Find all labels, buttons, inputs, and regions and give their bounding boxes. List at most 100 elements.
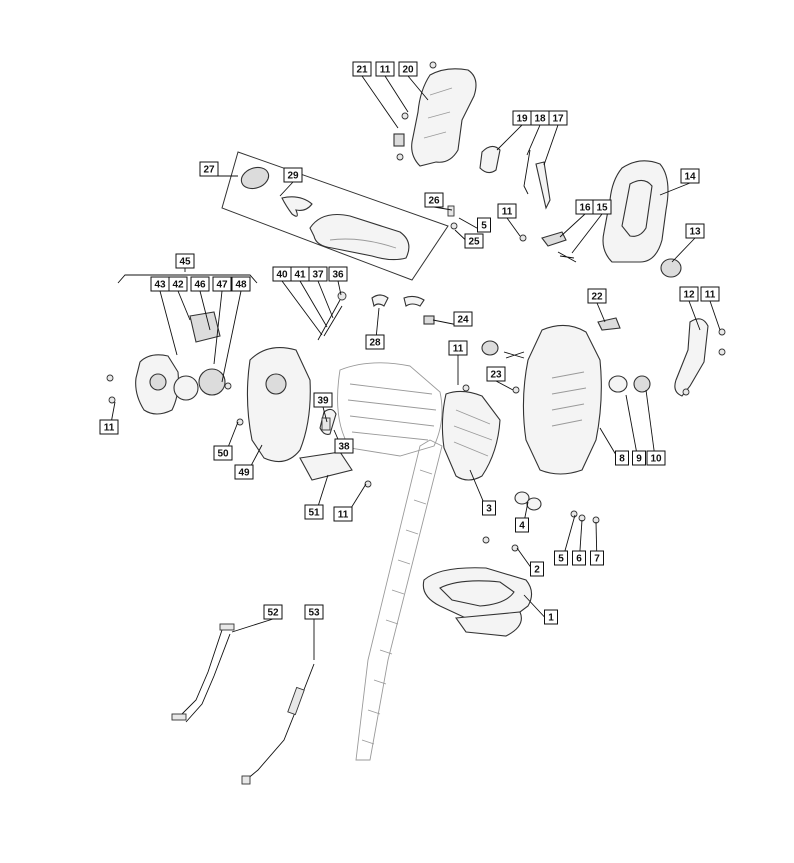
wiring-harness [177, 629, 231, 723]
callout-c3: 3 [469, 469, 496, 516]
rear-handle-grip-opening [621, 179, 653, 237]
gear-housing-group [462, 317, 651, 475]
callout-number: 18 [534, 114, 546, 125]
callout-leader-line [361, 75, 399, 129]
callout-number: 7 [594, 554, 600, 565]
callout-leader-line [688, 300, 701, 331]
callout-c11c: 11 [700, 286, 721, 331]
callout-number: 5 [481, 221, 487, 232]
callout-number: 26 [428, 196, 440, 207]
callout-box [365, 334, 385, 350]
engine-cover-port [265, 373, 287, 395]
callout-c11a: 11 [375, 61, 409, 113]
callout-c39: 39 [313, 392, 333, 423]
callout-c29: 29 [279, 167, 303, 197]
throttle-parts-group [479, 145, 551, 210]
callout-leader-line [596, 302, 606, 323]
callout-box [646, 450, 666, 466]
callout-c10: 10 [645, 389, 666, 466]
callout-c20: 20 [398, 61, 429, 101]
callout-leader-line [671, 237, 696, 263]
small-pin-parts [447, 205, 458, 230]
callout-number: 36 [332, 270, 344, 281]
wiring-connector-top [219, 623, 235, 631]
callout-box [304, 504, 324, 520]
callout-number: 24 [457, 315, 469, 326]
callout-leader-line [659, 182, 691, 196]
spring-4a [514, 491, 530, 505]
callout-c46: 46 [190, 276, 211, 331]
callout-number: 20 [402, 65, 414, 76]
callout-number: 6 [576, 554, 582, 565]
callout-leader-line [279, 181, 294, 197]
callout-box [700, 286, 720, 302]
callout-c52: 52 [231, 604, 283, 633]
callout-leader-line [506, 217, 521, 237]
callout-c17: 17 [543, 110, 568, 166]
callout-c15: 15 [571, 199, 612, 254]
wiring-group [171, 623, 315, 785]
screw-engine-11 [364, 480, 372, 488]
callout-number: 53 [308, 608, 320, 619]
wiring-connector-bottom [171, 713, 187, 721]
callout-leader-line [317, 280, 334, 319]
callout-box [679, 286, 699, 302]
blade-guard [441, 390, 501, 481]
callout-c51: 51 [304, 474, 329, 520]
callout-leader-line [543, 124, 559, 166]
callout-c48: 48 [221, 276, 251, 383]
engine-cover [246, 347, 311, 463]
callout-box [304, 604, 324, 620]
screw-plate-2 [718, 348, 726, 356]
callout-box [548, 110, 568, 126]
washer-25 [450, 222, 458, 230]
callout-box [572, 550, 586, 566]
callout-number: 39 [317, 396, 329, 407]
callout-number: 11 [502, 207, 513, 218]
callout-leader-line [559, 213, 586, 238]
callout-number: 15 [596, 203, 608, 214]
callout-number: 51 [308, 508, 320, 519]
callout-number: 3 [486, 504, 492, 515]
callout-number: 27 [203, 165, 215, 176]
callout-number: 11 [705, 290, 716, 301]
callout-c9: 9 [625, 394, 646, 466]
callout-c11f: 11 [333, 483, 367, 522]
callout-box [482, 500, 496, 516]
screw-starter-3 [224, 382, 232, 390]
callout-box [352, 61, 372, 77]
callout-leader-line [213, 290, 223, 365]
gear-housing-slots [551, 371, 587, 427]
callout-box [334, 438, 354, 454]
callout-number: 37 [312, 270, 324, 281]
callout-box [530, 561, 544, 577]
callout-leader-line [337, 280, 342, 296]
callout-box [199, 161, 219, 177]
callout-box [554, 550, 568, 566]
callout-c25: 25 [454, 229, 484, 249]
callout-c26: 26 [424, 192, 453, 211]
callout-box [212, 276, 232, 292]
side-plate [674, 318, 709, 397]
callout-c45: 45 [175, 253, 195, 272]
callout-number: 5 [558, 554, 564, 565]
lever-22 [597, 317, 621, 331]
callout-leader-line [571, 213, 603, 254]
callout-box [333, 506, 353, 522]
throttle-spring-rod [523, 149, 531, 195]
blade-guard-ribs [453, 409, 493, 457]
cable-41 [323, 305, 343, 337]
callout-number: 11 [104, 423, 115, 434]
starter-rope-ring [173, 375, 199, 401]
callout-box [213, 445, 233, 461]
callout-box [308, 266, 328, 282]
callout-box [234, 464, 254, 480]
callout-c42: 42 [168, 276, 191, 321]
callout-c37: 37 [308, 266, 334, 319]
callout-c24: 24 [432, 311, 473, 327]
callout-number: 8 [619, 454, 625, 465]
callout-number: 1 [548, 613, 554, 624]
screw-top-1 [429, 61, 437, 69]
gear-housing [522, 324, 602, 475]
